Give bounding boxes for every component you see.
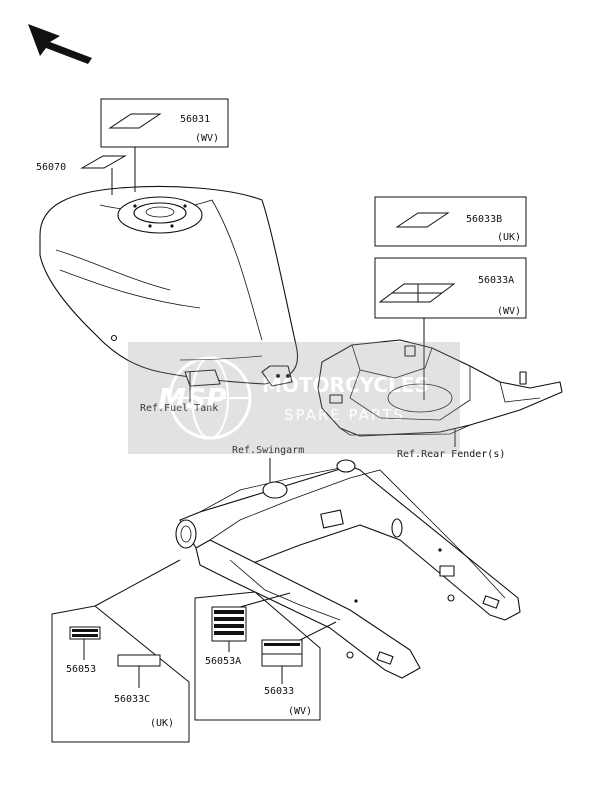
region-uk-1: (UK) [497,232,521,243]
label-group-wv: 56053A 56033 (WV) [194,591,337,721]
ref-fuel-tank-label: Ref.Fuel Tank [140,403,218,414]
label-box-56031: 56031 (WV) [100,98,229,192]
watermark-line1: MOTORCYCLES [262,373,429,397]
label-group-uk: 56053 56033C (UK) [51,559,190,743]
part-number-56053a: 56053A [205,656,241,667]
rear-fender [317,339,563,437]
part-number-56033: 56033 [264,686,294,697]
part-number-56070: 56070 [36,162,66,173]
swingarm [175,459,521,679]
ref-rear-fender-label: Ref.Rear Fender(s) [397,449,505,460]
watermark-line2: SPARE PARTS [284,406,405,424]
watermark-logo: MSP [158,382,227,415]
fuel-tank [39,185,299,387]
watermark: MSP MOTORCYCLES SPARE PARTS [128,342,460,454]
label-box-56033a: 56033A (WV) [374,257,527,400]
part-number-56033a: 56033A [478,275,514,286]
label-56070: 56070 [36,155,127,195]
part-number-56033c: 56033C [114,694,150,705]
part-number-56033b: 56033B [466,214,502,225]
arrow-up-left-icon [28,24,92,64]
region-uk-2: (UK) [150,718,174,729]
region-wv-1: (WV) [195,133,219,144]
ref-swingarm-label: Ref.Swingarm [232,445,304,456]
part-number-56031: 56031 [180,114,210,125]
label-box-56033b: 56033B (UK) [374,196,527,247]
part-number-56053: 56053 [66,664,96,675]
region-wv-3: (WV) [288,706,312,717]
region-wv-2: (WV) [497,306,521,317]
